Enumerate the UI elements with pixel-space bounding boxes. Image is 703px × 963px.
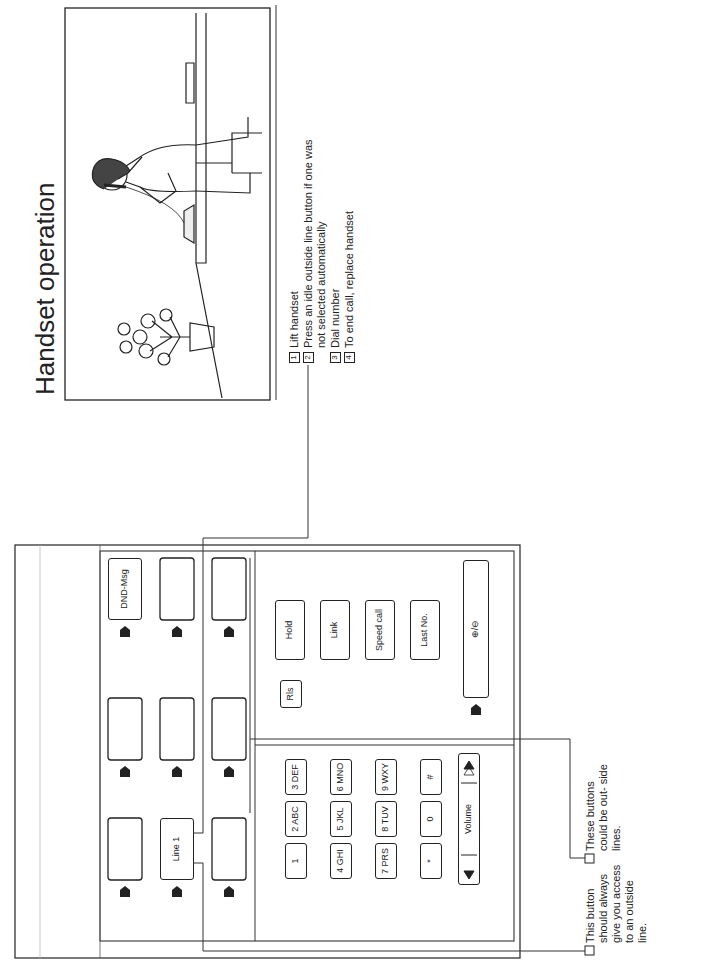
step-number: 3 (330, 352, 341, 363)
title: Handset operation (30, 183, 60, 395)
button-label: * (426, 859, 436, 863)
function-key: Last No. (410, 600, 440, 660)
button-label: 3 (331, 355, 340, 359)
step-text: Press an idle outside line button if one… (302, 139, 327, 348)
function-key: Hold (275, 600, 305, 660)
step-number: 1 (289, 352, 300, 363)
leader-bracket (250, 558, 251, 739)
leader-line (194, 365, 308, 833)
dial-key: # (420, 759, 442, 795)
step-number: 2 (303, 352, 314, 363)
button-label: Volume (464, 804, 474, 834)
line-button: DND-Msg (108, 558, 142, 620)
indicator-lamps (120, 626, 481, 897)
button-label: DND-Msg (120, 569, 130, 609)
callout-note: These buttons could be out- side lines. (584, 764, 622, 851)
label-block: Dial number (329, 138, 342, 348)
button-label: Rls (286, 688, 296, 701)
label-block: Lift handset (288, 138, 301, 348)
button-label: 2 (304, 355, 313, 359)
button-label: # (426, 775, 436, 780)
function-key: Rls (280, 680, 302, 708)
panel-divider (255, 745, 514, 746)
button-label: 4 GHI (336, 849, 346, 873)
button-label: 1 (291, 859, 301, 864)
dial-key: 6 MNO (330, 759, 352, 795)
phone-panel (100, 551, 514, 941)
callout-note: This button should always give you acces… (584, 865, 648, 943)
phone-housing (15, 545, 520, 958)
title-block: Handset operation (30, 183, 61, 395)
dial-key: 5 JKL (330, 801, 352, 837)
label-block: This button should always give you acces… (584, 863, 649, 943)
line-button: Line 1 (160, 818, 194, 880)
button-label: Line 1 (172, 837, 182, 862)
step-number: 4 (344, 352, 355, 363)
callout-box (585, 854, 594, 863)
button-label: 7 PRS (381, 848, 391, 874)
button-label: Speed call (375, 609, 385, 651)
dial-key: 7 PRS (375, 843, 397, 879)
step-text: To end call, replace handset (343, 211, 355, 348)
function-key: Link (320, 600, 350, 660)
button-label: 1 (290, 355, 299, 359)
button-label: 8 TUV (381, 806, 391, 831)
button-label: 6 MNO (336, 763, 346, 792)
blank-buttons (108, 558, 246, 880)
dial-key: 3 DEF (285, 759, 307, 795)
button-label: 3 DEF (291, 764, 301, 790)
button-label: 4 (345, 355, 354, 359)
leader-line (250, 739, 585, 858)
function-key: Speed call (365, 600, 395, 660)
panel-divider (255, 551, 256, 941)
label-block: To end call, replace handset (343, 138, 356, 348)
callout-box (585, 946, 594, 955)
button-label: Hold (285, 621, 295, 640)
button-label: ⊕/⊖ (471, 620, 481, 639)
button-label: Link (330, 622, 340, 639)
dial-key: * (420, 843, 442, 879)
dial-key: 8 TUV (375, 801, 397, 837)
label-block: These buttons could be out- side lines. (584, 756, 623, 851)
volume-arrows (461, 761, 477, 879)
button-label: Last No. (420, 613, 430, 647)
button-label: 5 JKL (336, 808, 346, 831)
dial-key: 2 ABC (285, 801, 307, 837)
dial-key: 9 WXY (375, 759, 397, 795)
handset-illustration (65, 8, 270, 400)
separator (276, 5, 277, 400)
dial-key: 4 GHI (330, 843, 352, 879)
button-label: 2 ABC (291, 806, 301, 832)
step-text: Dial number (329, 289, 341, 348)
button-label: 9 WXY (381, 763, 391, 791)
label-block: Press an idle outside line button if one… (302, 138, 328, 348)
volume-bar: Volume (458, 753, 480, 885)
speaker-button: ⊕/⊖ (463, 560, 489, 698)
dial-key: 1 (285, 843, 307, 879)
dial-key: 0 (420, 801, 442, 837)
step-text: Lift handset (288, 291, 300, 348)
button-label: 0 (426, 817, 436, 822)
